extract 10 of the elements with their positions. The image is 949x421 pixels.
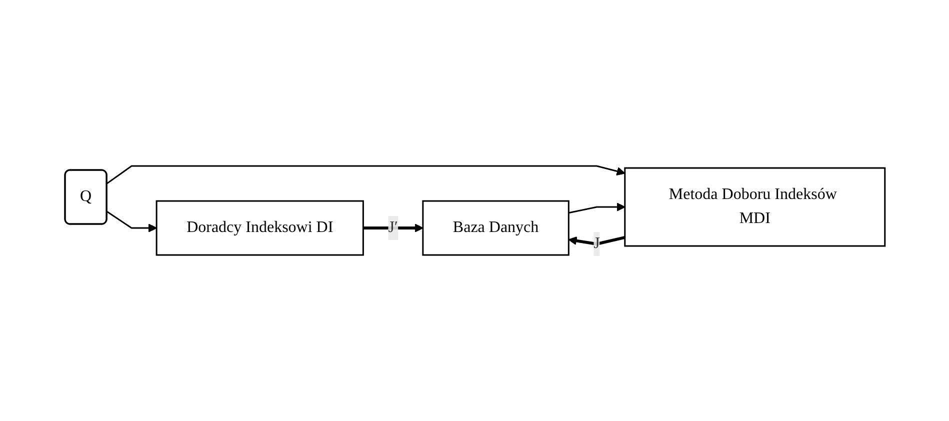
node-box: Metoda Doboru Indeksów MDI	[624, 166, 886, 246]
arrow	[106, 164, 625, 184]
edge-label: J′	[388, 218, 398, 236]
arrow	[106, 210, 156, 232]
node-box: Baza Danych	[422, 200, 569, 256]
edge-label: J	[593, 234, 600, 252]
arrow	[568, 235, 625, 246]
node-box: Doradcy Indeksowi DI	[155, 200, 364, 256]
arrow	[362, 223, 423, 232]
arrow	[568, 202, 625, 214]
